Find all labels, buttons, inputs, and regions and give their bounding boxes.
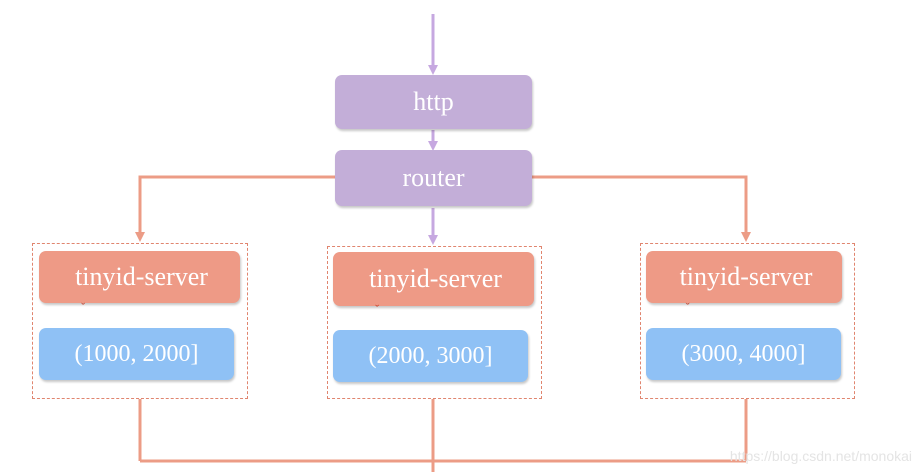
server-group-3 [640,243,855,399]
router-node: router [335,150,532,206]
server-group-2 [327,246,542,399]
server-name: tinyid-server [75,262,208,291]
range-node-2: (2000, 3000] [333,330,528,382]
range-label: (1000, 2000] [74,340,199,367]
spellcheck-mark: ˇ [685,300,690,314]
watermark: https://blog.csdn.net/monokai [729,448,912,464]
arrow-router-to-server-3 [532,175,751,242]
server-node-1: ˇ tinyid-server [39,251,240,313]
server-name: tinyid-server [679,262,813,291]
spellcheck-mark: ˇ [375,302,380,316]
arrow-router-to-server-1 [135,175,335,242]
spellcheck-mark: ˇ [81,300,86,314]
server-node-2: ˇ tinyid-server [333,252,534,315]
range-label: (2000, 3000] [368,342,493,369]
range-node-3: (3000, 4000] [646,328,841,380]
http-label: http [413,87,454,116]
range-label: (3000, 4000] [681,340,806,367]
http-node: http [335,75,532,129]
router-label: router [402,163,465,192]
server-node-3: ˇ tinyid-server [646,251,842,313]
range-node-1: (1000, 2000] [39,328,234,380]
server-group-1 [32,243,248,399]
server-name: tinyid-server [369,264,502,293]
